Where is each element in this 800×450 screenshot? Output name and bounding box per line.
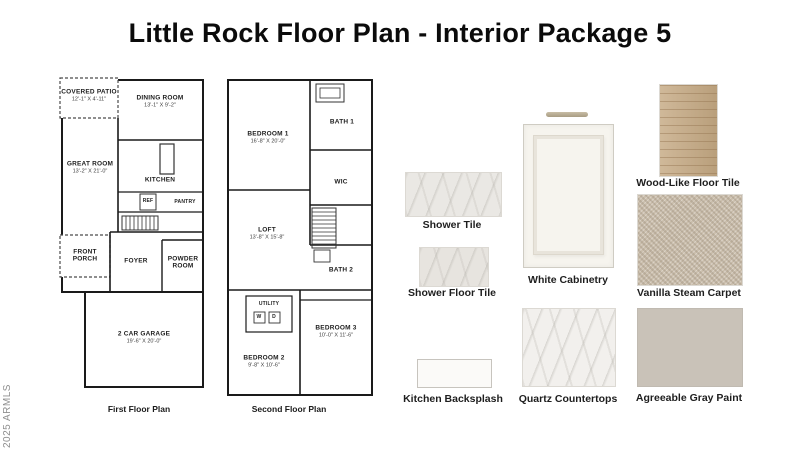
room-dims: 13'-1" X 9'-2" [144,103,176,110]
room-name: POWDER ROOM [167,255,199,270]
vanilla-steam-carpet-swatch [637,194,743,286]
room-name: KITCHEN [144,176,176,184]
room-utility: UTILITY [258,301,280,308]
room-wic: WIC [334,178,347,185]
room-name: BEDROOM 3 [315,324,357,332]
agreeable-gray-paint-label: Agreeable Gray Paint [635,392,743,404]
room-name: LOFT [258,226,276,234]
room-name: FOYER [124,257,148,265]
room-loft: LOFT 13'-8" X 15'-8" [250,227,285,242]
washer-label: W [256,314,262,321]
room-dining-room: DINING ROOM 13'-1" X 9'-2" [137,95,184,110]
room-bath-2: BATH 2 [329,266,353,273]
second-floor-caption: Second Floor Plan [251,404,327,414]
shower-floor-tile-swatch [419,247,489,287]
room-foyer: FOYER [124,257,147,264]
kitchen-backsplash-swatch [417,359,492,388]
room-dims: 9'-8" X 10'-6" [248,363,280,370]
white-cabinetry-swatch [523,124,614,268]
room-name: BATH 2 [328,266,354,274]
shower-tile-swatch [405,172,502,217]
room-name: WIC [334,178,348,186]
room-great-room: GREAT ROOM 13'-2" X 21'-0" [67,161,113,176]
room-name: REF [142,198,154,205]
room-bath-1: BATH 1 [330,118,354,125]
room-name: BEDROOM 1 [247,130,289,138]
first-floor-caption: First Floor Plan [107,404,171,414]
cabinet-handle [546,112,588,117]
room-bedroom-1: BEDROOM 1 16'-8" X 20'-0" [247,131,288,146]
room-dims: 10'-0" X 11'-6" [318,333,354,340]
room-ref: REF [142,198,154,205]
room-pantry: PANTRY [174,199,196,206]
shower-floor-tile-label: Shower Floor Tile [408,287,496,299]
page-title: Little Rock Floor Plan - Interior Packag… [128,18,672,48]
room-name: 2 CAR GARAGE [117,330,171,338]
room-name: COVERED PATIO [61,88,117,96]
room-dims: 13'-8" X 15'-8" [249,235,285,242]
dryer-label: D [272,314,276,321]
quartz-countertops-label: Quartz Countertops [518,393,618,405]
room-name: D [272,314,276,321]
room-name: BATH 1 [329,118,355,126]
room-bedroom-3: BEDROOM 3 10'-0" X 11'-6" [315,325,356,340]
room-kitchen: KITCHEN [145,176,175,183]
room-garage: 2 CAR GARAGE 19'-6" X 20'-0" [118,331,170,346]
room-name: DINING ROOM [136,94,184,102]
room-name: GREAT ROOM [66,160,114,168]
room-name: PANTRY [174,199,196,206]
room-powder-room: POWDER ROOM [166,256,200,271]
room-dims: 13'-2" X 21'-0" [72,169,108,176]
white-cabinetry-label: White Cabinetry [528,274,608,286]
room-name: UTILITY [258,301,280,308]
kitchen-backsplash-label: Kitchen Backsplash [403,393,503,405]
room-covered-patio: COVERED PATIO 12'-1" X 4'-11" [61,89,116,104]
agreeable-gray-paint-swatch [637,308,743,387]
vanilla-steam-carpet-label: Vanilla Steam Carpet [637,287,741,299]
room-dims: 19'-6" X 20'-0" [126,339,162,346]
room-front-porch: FRONT PORCH [68,249,102,264]
wood-floor-tile-swatch [659,84,718,177]
room-name: FRONT PORCH [72,248,98,263]
room-bedroom-2: BEDROOM 2 9'-8" X 10'-6" [243,355,284,370]
shower-tile-label: Shower Tile [422,219,482,231]
room-name: BEDROOM 2 [243,354,285,362]
wood-floor-tile-label: Wood-Like Floor Tile [636,177,740,189]
armls-watermark: 2025 ARMLS [2,384,13,448]
cabinet-door-panel [533,135,604,255]
room-dims: 12'-1" X 4'-11" [71,97,107,104]
room-dims: 16'-8" X 20'-0" [250,139,286,146]
room-name: W [256,314,262,321]
quartz-countertops-swatch [522,308,616,387]
